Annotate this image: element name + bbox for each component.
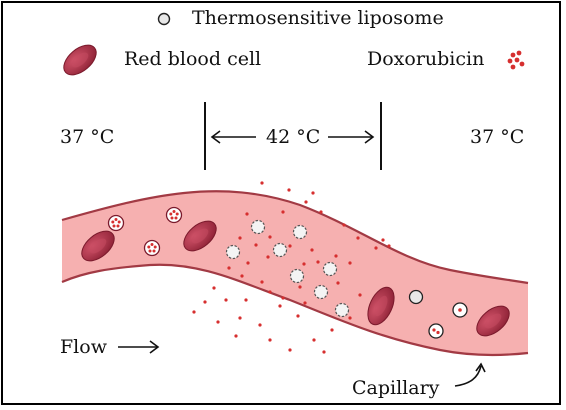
- doxorubicin-dot: [266, 255, 270, 259]
- doxorubicin-dot: [238, 316, 242, 320]
- doxorubicin-legend-icon: [507, 50, 525, 70]
- doxorubicin-dot: [216, 320, 220, 324]
- doxorubicin-dot: [227, 266, 231, 270]
- doxorubicin-dot: [281, 296, 285, 300]
- doxorubicin-dot: [268, 290, 272, 294]
- doxorubicin-dot: [268, 235, 272, 239]
- figure-border: [1, 1, 561, 405]
- capillary-label: Capillary: [352, 377, 440, 399]
- releasing-liposome: [225, 219, 350, 318]
- vessel-top-wall: [61, 190, 529, 285]
- doxorubicin-legend-label: Doxorubicin: [367, 48, 485, 70]
- doxorubicin-dot: [192, 310, 196, 314]
- released-doxorubicin-dots: [192, 181, 391, 354]
- doxorubicin-dot: [348, 316, 352, 320]
- doxorubicin-dot: [374, 246, 378, 250]
- red-blood-cell: [81, 230, 115, 262]
- doxorubicin-dot: [234, 334, 238, 338]
- doxorubicin-dot: [356, 236, 360, 240]
- doxorubicin-dot: [246, 261, 250, 265]
- doxorubicin-dot: [330, 328, 334, 332]
- doxorubicin-dot: [238, 236, 242, 240]
- doxorubicin-dot: [387, 244, 391, 248]
- heated-zone-temperature: 42 °C: [266, 126, 321, 148]
- doxorubicin-dot: [224, 298, 228, 302]
- doxorubicin-dot: [336, 281, 340, 285]
- doxorubicin-dot: [260, 181, 264, 185]
- liposome-with-residual-drug: [452, 302, 468, 318]
- doxorubicin-dot: [296, 314, 300, 318]
- doxorubicin-dot: [287, 188, 291, 192]
- doxorubicin-dot: [244, 298, 248, 302]
- drug-loaded-liposome: [143, 239, 161, 257]
- doxorubicin-dot: [316, 260, 320, 264]
- doxorubicin-dot: [311, 191, 315, 195]
- doxorubicin-dot: [260, 280, 264, 284]
- doxorubicin-dot: [312, 338, 316, 342]
- doxorubicin-dot: [288, 244, 292, 248]
- doxorubicin-dot: [304, 200, 308, 204]
- doxorubicin-dot: [278, 304, 282, 308]
- drug-loaded-liposome: [165, 206, 183, 224]
- drug-loaded-liposome: [107, 214, 125, 232]
- doxorubicin-dot: [342, 223, 346, 227]
- flow-arrow: [118, 340, 160, 354]
- doxorubicin-dot: [258, 323, 262, 327]
- liposome-with-residual-drug: [428, 323, 444, 339]
- doxorubicin-dot: [322, 350, 326, 354]
- doxorubicin-dot: [240, 274, 244, 278]
- red-blood-cell: [367, 286, 395, 326]
- empty-liposome: [408, 289, 424, 305]
- red-blood-cell: [476, 305, 510, 337]
- doxorubicin-dot: [281, 210, 285, 214]
- capillary-pointer-arrow: [454, 362, 486, 387]
- doxorubicin-dot: [302, 262, 306, 266]
- red-blood-cell-legend-icon: [63, 44, 97, 76]
- doxorubicin-dot: [303, 301, 307, 305]
- doxorubicin-dot: [358, 293, 362, 297]
- doxorubicin-dot: [288, 348, 292, 352]
- doxorubicin-dot: [310, 248, 314, 252]
- doxorubicin-dot: [212, 286, 216, 290]
- liposome-legend-icon: [157, 12, 171, 26]
- doxorubicin-dot: [268, 338, 272, 342]
- doxorubicin-dot: [381, 238, 385, 242]
- flow-label: Flow: [60, 336, 107, 358]
- vessel-bottom-wall: [61, 263, 529, 357]
- doxorubicin-dot: [203, 300, 207, 304]
- doxorubicin-dot: [298, 285, 302, 289]
- doxorubicin-dot: [319, 210, 323, 214]
- doxorubicin-dot: [348, 261, 352, 265]
- red-blood-cell-legend-label: Red blood cell: [124, 48, 262, 70]
- doxorubicin-dot: [245, 212, 249, 216]
- right-temperature: 37 °C: [470, 126, 525, 148]
- doxorubicin-dot: [334, 254, 338, 258]
- right-arrow: [328, 130, 375, 144]
- left-temperature: 37 °C: [60, 126, 115, 148]
- liposome-legend-label: Thermosensitive liposome: [192, 7, 444, 29]
- left-arrow: [210, 130, 256, 144]
- doxorubicin-dot: [254, 243, 258, 247]
- red-blood-cell: [183, 220, 217, 252]
